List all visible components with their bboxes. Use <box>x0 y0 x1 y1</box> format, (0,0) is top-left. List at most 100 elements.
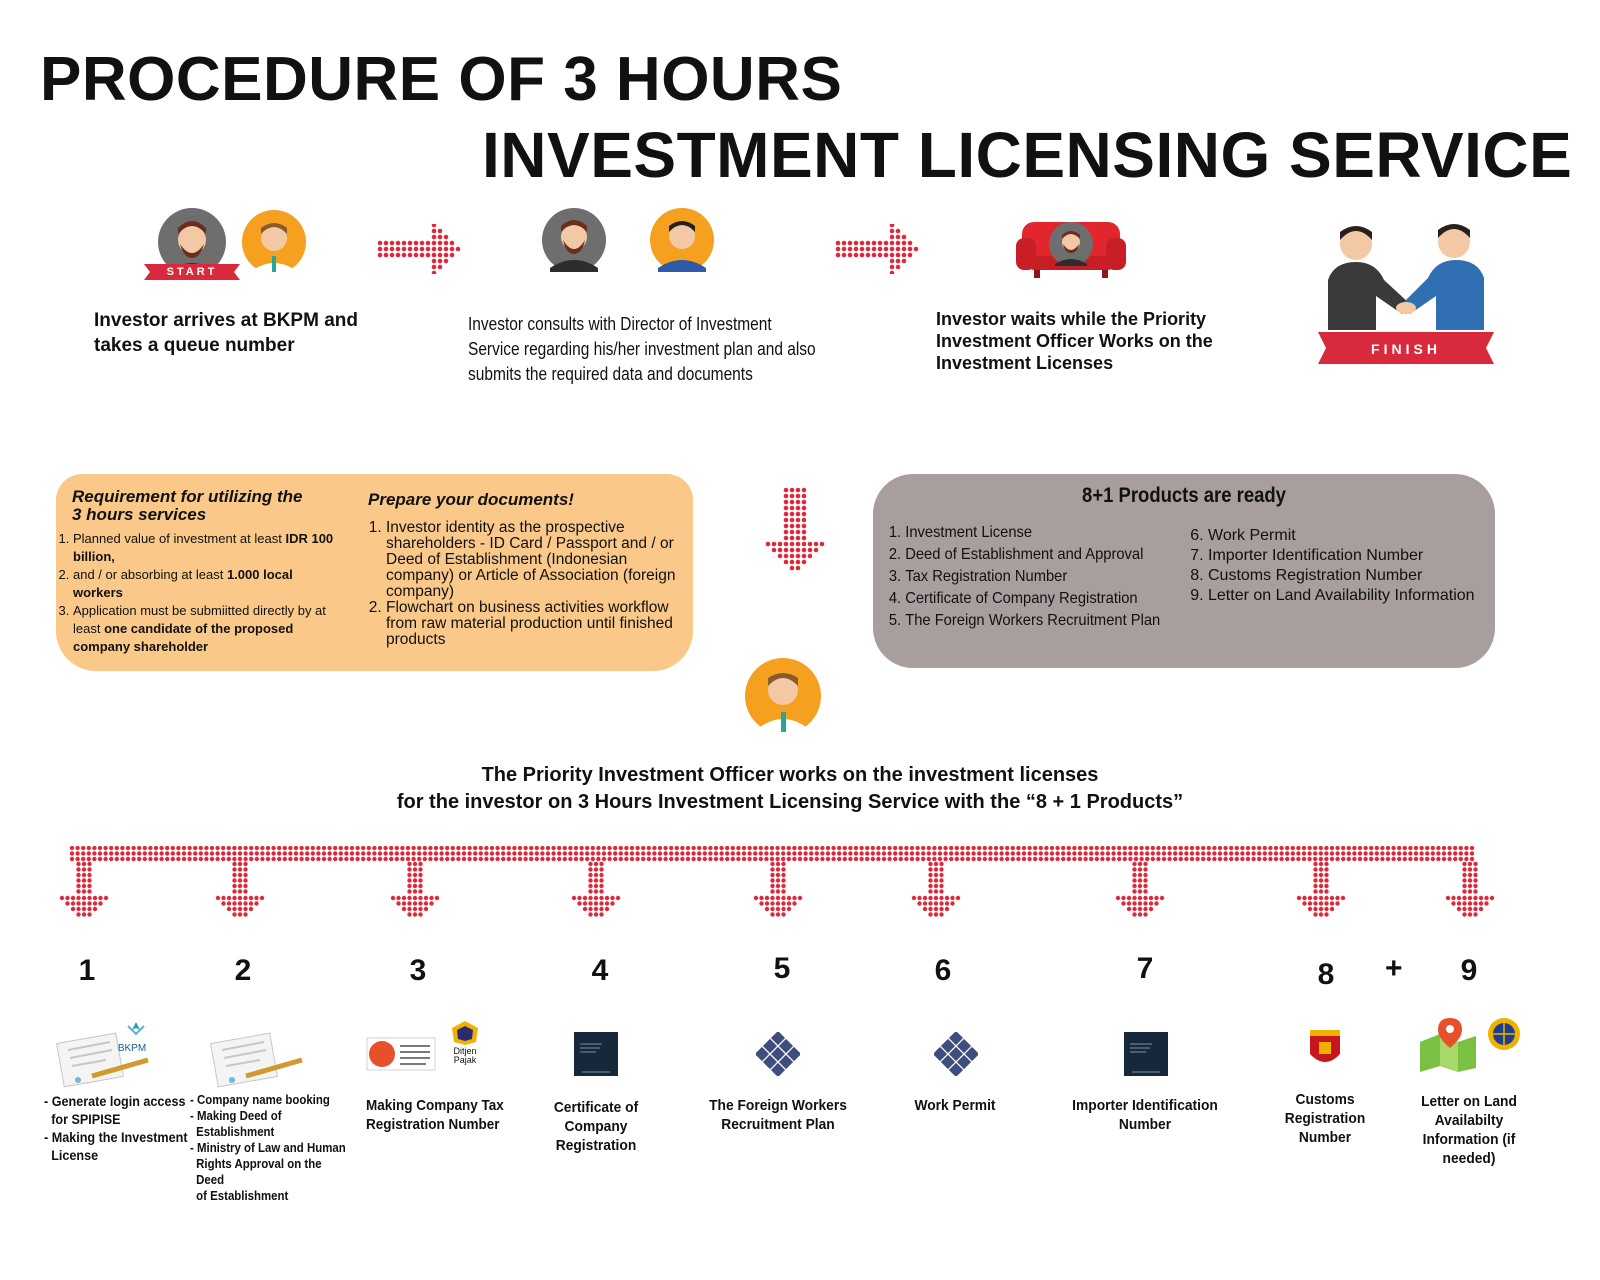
arrow-dot <box>736 851 741 856</box>
arrow-dot <box>390 895 396 901</box>
arrow-dot <box>859 246 865 252</box>
arrow-dot <box>1302 901 1307 906</box>
arrow-dot <box>1462 889 1467 894</box>
arrow-dot <box>1329 895 1335 901</box>
arrow-dot <box>1473 889 1478 894</box>
arrow-dot <box>254 901 259 906</box>
arrow-dot <box>232 906 237 912</box>
arrow-dot <box>1391 851 1396 856</box>
arrow-dot <box>92 851 97 856</box>
arrow-dot <box>489 851 495 856</box>
arrow-dot <box>881 856 887 862</box>
arrow-dot <box>1100 851 1105 856</box>
arrow-dot <box>159 851 164 856</box>
arrow-dot <box>377 246 383 252</box>
arrow-dot <box>741 846 747 851</box>
arrow-dot <box>1369 856 1374 862</box>
arrow-dot <box>1329 906 1335 912</box>
arrow-dot <box>243 912 248 917</box>
arrow-dot <box>1462 883 1467 889</box>
arrow-dot <box>795 559 801 565</box>
document-item: Investor identity as the prospective sha… <box>386 520 696 600</box>
arrow-dot <box>1462 867 1467 872</box>
arrow-dot <box>1335 895 1340 901</box>
arrow-dot <box>657 851 663 856</box>
arrow-dot <box>418 912 423 917</box>
arrow-dot <box>1154 895 1159 901</box>
arrow-dot <box>431 252 437 258</box>
arrow-dot <box>801 505 807 511</box>
arrow-dot <box>92 906 98 912</box>
arrow-dot <box>1077 846 1083 851</box>
arrow-dot <box>455 246 461 252</box>
arrow-dot <box>495 851 500 856</box>
arrow-dot <box>1467 861 1473 867</box>
product-item: Investment License <box>905 522 1181 544</box>
arrow-dot <box>131 846 136 851</box>
arrow-dot <box>1391 846 1396 851</box>
arrow-dot <box>859 240 865 246</box>
arrow-dot <box>590 846 595 851</box>
arrow-dot <box>775 883 781 889</box>
logo-shape <box>940 1054 956 1070</box>
arrow-dot <box>1145 856 1150 862</box>
arrow-dot <box>142 856 147 862</box>
arrow-dot <box>506 856 511 862</box>
arrow-dot <box>1408 856 1413 862</box>
arrow-dot <box>1195 856 1200 862</box>
arrow-dot <box>209 851 215 856</box>
arrow-dot <box>765 541 771 547</box>
arrow-dot <box>870 856 875 862</box>
arrow-dot <box>781 867 786 872</box>
arrow-dot <box>1324 889 1329 894</box>
arrow-dot <box>198 846 203 851</box>
arrow-dot <box>1324 878 1329 883</box>
arrow-dot <box>663 851 668 856</box>
arrow-dot <box>1335 856 1340 862</box>
arrow-dot <box>1137 872 1143 878</box>
arrow-dot <box>1066 846 1071 851</box>
arrow-dot <box>1156 851 1161 856</box>
arrow-dot <box>355 856 360 862</box>
arrow-dot <box>366 856 371 862</box>
arrow-dot <box>1145 846 1150 851</box>
arrow-dot <box>853 851 859 856</box>
arrow-dot <box>450 846 455 851</box>
arrow-dot <box>260 851 265 856</box>
arrow-dot <box>125 856 131 862</box>
arrow-dot <box>109 856 114 862</box>
arrow-dot <box>652 856 657 862</box>
arrow-dot <box>937 851 943 856</box>
arrow-dot <box>361 851 366 856</box>
arrow-dot <box>501 851 506 856</box>
arrow-dot <box>232 872 237 878</box>
arrow-dot <box>999 851 1004 856</box>
arrow-dot <box>610 895 615 901</box>
arrow-dot <box>1447 846 1452 851</box>
arrow-dot <box>789 499 795 505</box>
arrow-dot <box>1369 851 1374 856</box>
arrow-dot <box>349 851 355 856</box>
arrow-dot <box>226 906 232 912</box>
arrow-dot <box>635 851 640 856</box>
arrow-dot <box>624 846 629 851</box>
logo-shape <box>756 1046 770 1062</box>
arrow-dot <box>1010 851 1015 856</box>
arrow-dot <box>1419 851 1424 856</box>
arrow-dot <box>209 846 215 851</box>
arrow-dot <box>232 867 237 872</box>
arrow-dot <box>1318 851 1324 856</box>
arrow-dot <box>907 240 913 246</box>
arrow-dot <box>770 872 775 878</box>
arrow-dot <box>1173 851 1178 856</box>
arrow-dot <box>795 535 801 541</box>
arrow-dot <box>933 878 939 883</box>
arrow-dot <box>277 846 282 851</box>
arrow-dot <box>1005 846 1010 851</box>
arrow-dot <box>674 856 679 862</box>
arrow-dot <box>1257 856 1262 862</box>
arrow-dot <box>865 856 870 862</box>
arrow-dot <box>456 851 461 856</box>
arrow-dot <box>865 240 871 246</box>
arrow-dot <box>939 895 944 901</box>
